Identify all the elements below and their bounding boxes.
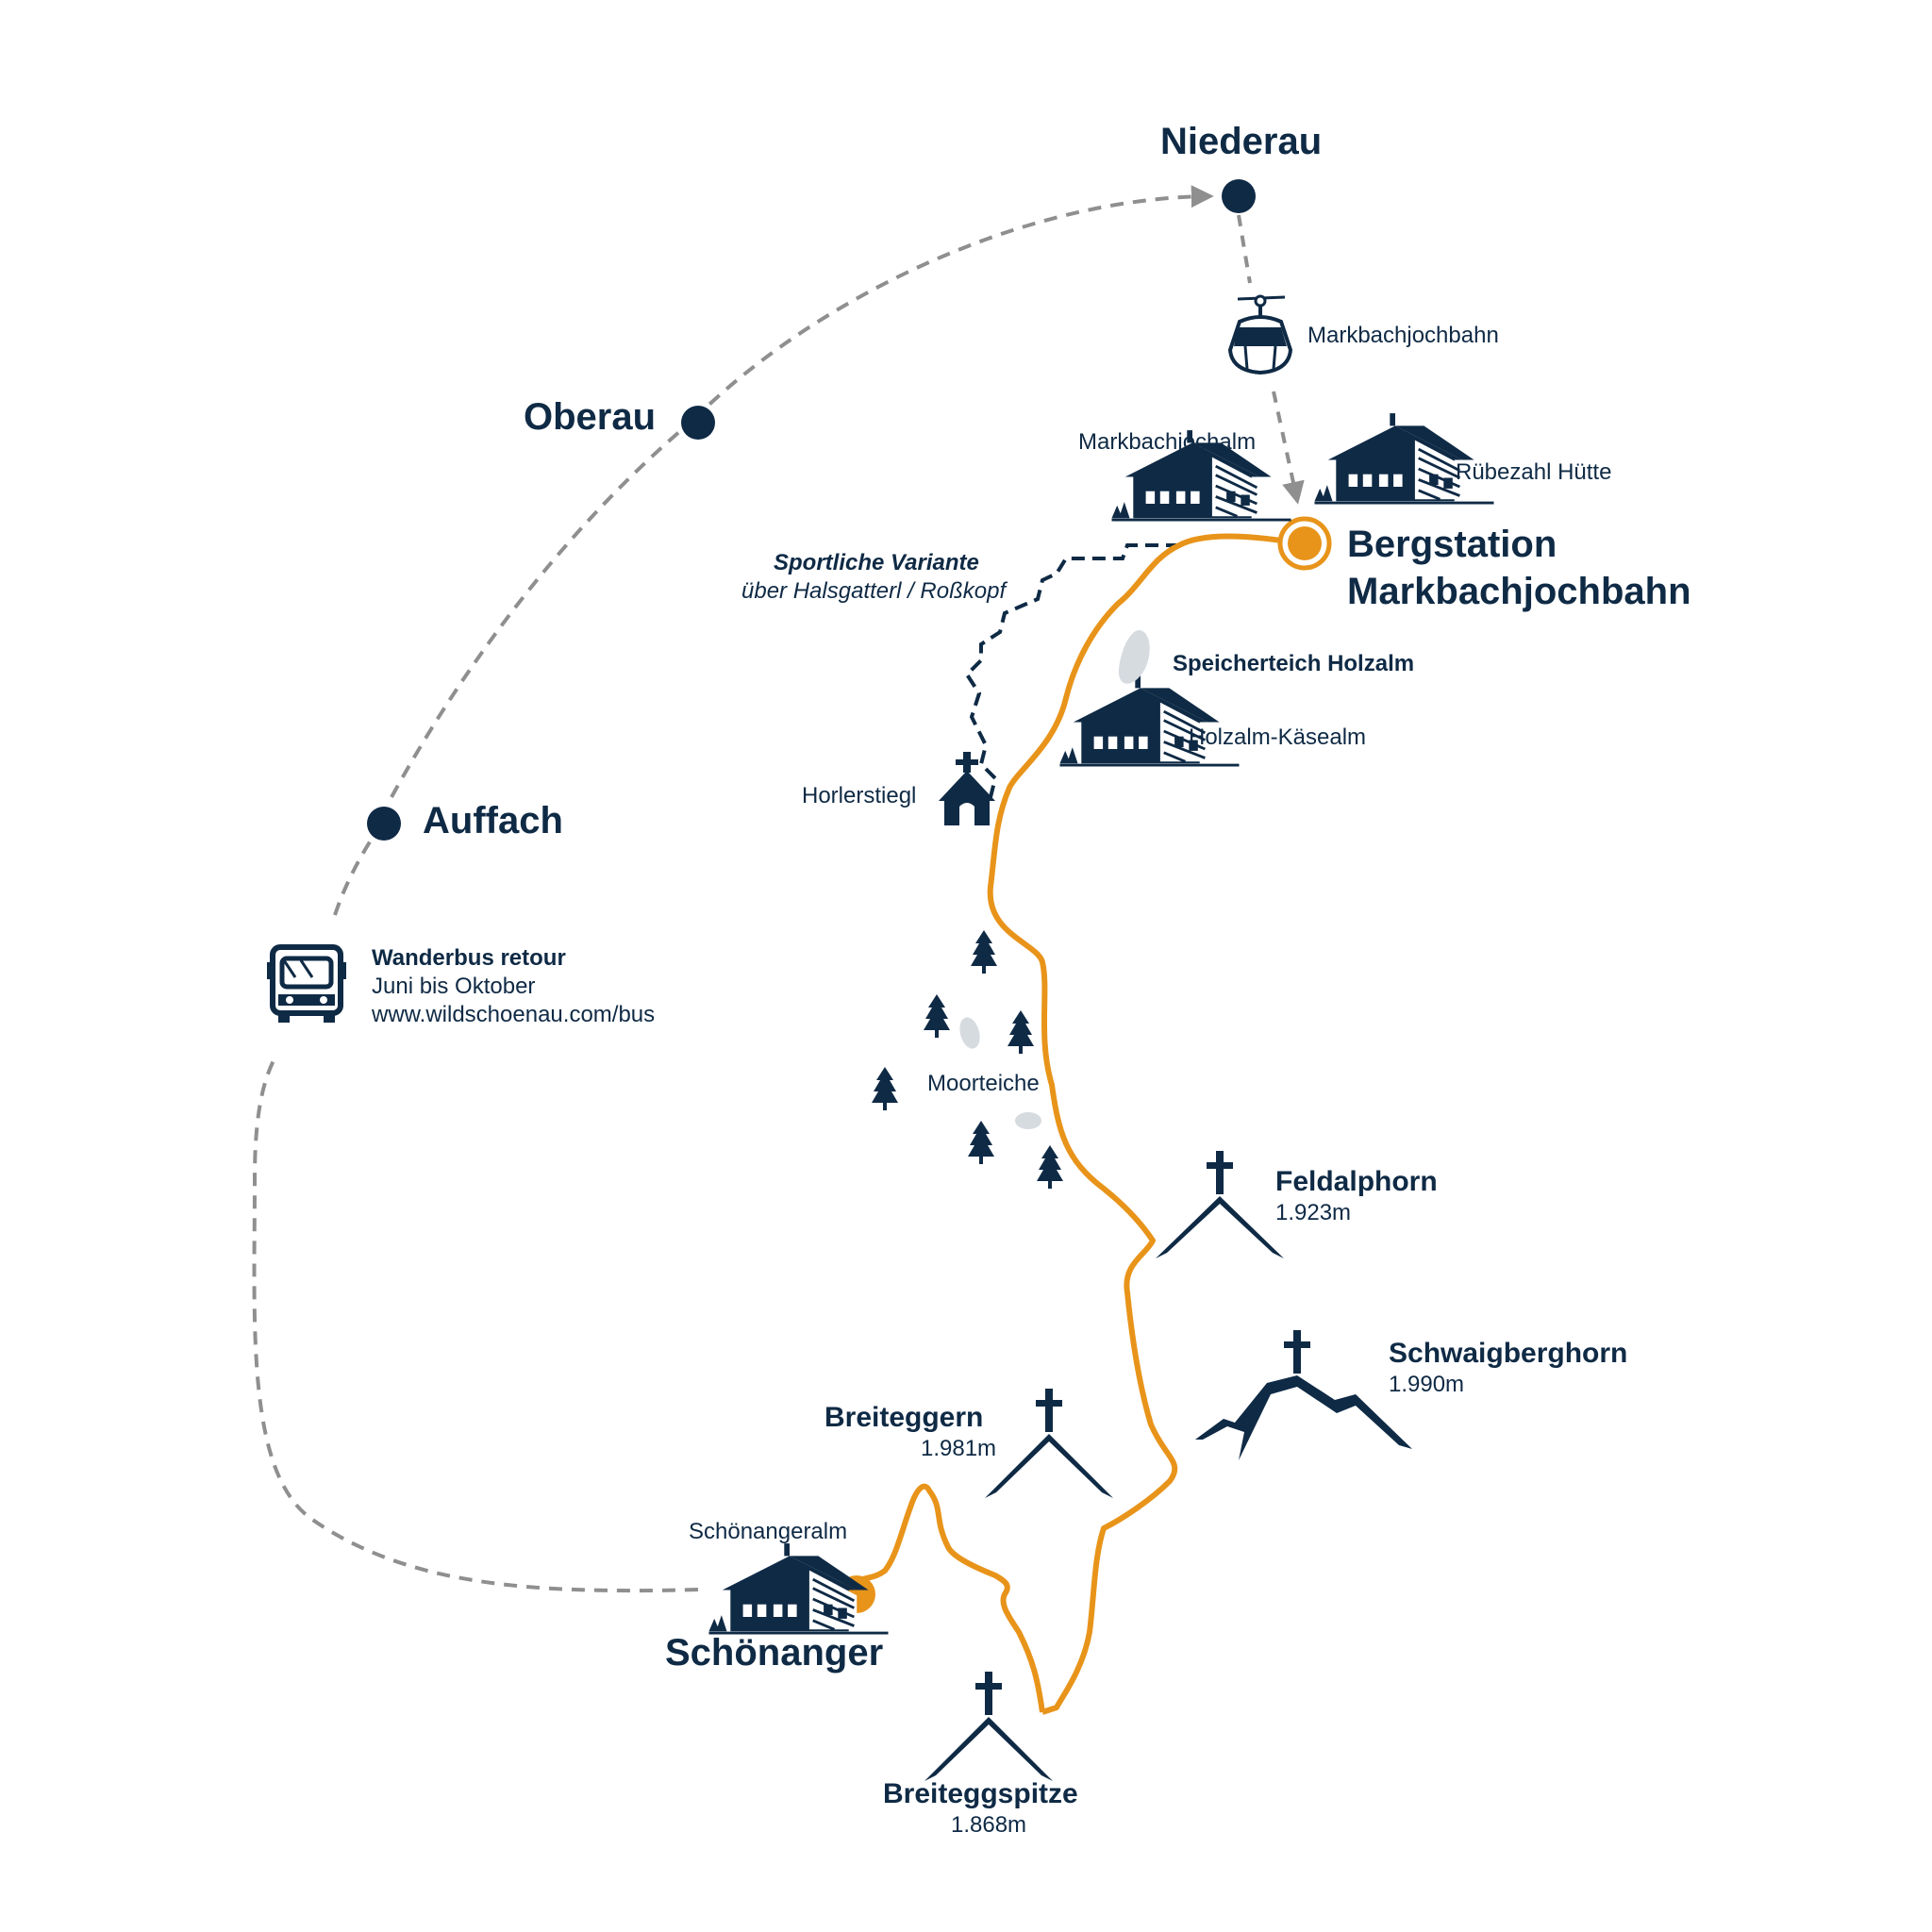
sport-variant-subtitle: über Halsgatterl / Roßkopf [741, 578, 1007, 604]
gondola-icon [1227, 294, 1293, 375]
niederau-to-gondola-route [1237, 214, 1252, 284]
feldalphorn-name: Feldalphorn [1275, 1166, 1438, 1197]
oberau-label: Oberau [524, 396, 657, 438]
breiteggspitze-peak-icon [924, 1672, 1053, 1781]
niederau-dot [1222, 179, 1256, 213]
speicherteich-label: Speicherteich Holzalm [1173, 651, 1415, 676]
speicherteich-pond [1118, 630, 1150, 684]
main-route [987, 533, 1295, 1715]
tree-icon [924, 994, 950, 1038]
auffach-label: Auffach [423, 800, 563, 841]
oberau-to-niederau-route [691, 185, 1214, 422]
schoenanger-label: Schönanger [665, 1632, 884, 1674]
bergstation-label-line1: Bergstation [1347, 524, 1557, 565]
tree-icon [1008, 1010, 1034, 1054]
breiteggern-elevation: 1.981m [921, 1436, 997, 1461]
tree-icon [968, 1121, 994, 1164]
sport-variant-route [964, 543, 1179, 798]
holzalm-label: Holzalm-Käsealm [1189, 724, 1367, 750]
schoenangeralm-hut-icon [708, 1541, 890, 1635]
bus-to-auffach-route [333, 828, 379, 916]
tree-icon [872, 1067, 898, 1110]
bus-title: Wanderbus retour [372, 945, 566, 971]
schwaigberghorn-name: Schwaigberghorn [1389, 1338, 1628, 1369]
moorteiche-label: Moorteiche [927, 1071, 1040, 1096]
bus-return-route [252, 1056, 699, 1593]
niederau-label: Niederau [1160, 121, 1323, 162]
bus-season: Juni bis Oktober [372, 974, 536, 999]
sport-variant-title: Sportliche Variante [774, 550, 979, 575]
moorteich-pond-1 [959, 1017, 980, 1049]
ruebezahl-label: Rübezahl Hütte [1456, 459, 1612, 485]
schwaigberghorn-elevation: 1.990m [1389, 1372, 1465, 1397]
breiteggern-peak-icon [985, 1389, 1113, 1498]
breiteggspitze-elevation: 1.868m [951, 1812, 1027, 1838]
tree-icon [1037, 1145, 1063, 1189]
auffach-dot [367, 807, 401, 841]
feldalphorn-peak-icon [1156, 1151, 1284, 1258]
ruebezahl-hut-icon [1313, 411, 1495, 505]
chapel-label: Horlerstiegl [802, 783, 917, 808]
gondola-label: Markbachjochbahn [1307, 323, 1499, 348]
oberau-dot [681, 406, 715, 440]
main-route-end [851, 1483, 1045, 1713]
breiteggspitze-name: Breiteggspitze [883, 1778, 1078, 1809]
bus-icon [267, 944, 346, 1023]
tree-icon [971, 930, 997, 974]
bergstation-label-line2: Markbachjochbahn [1347, 571, 1691, 612]
holzalm-hut-icon [1058, 674, 1241, 767]
gondola-to-bergstation-route [1272, 391, 1305, 505]
schwaigberghorn-peak-icon [1195, 1330, 1412, 1460]
auffach-to-oberau-route [390, 418, 695, 798]
bus-url: www.wildschoenau.com/bus [372, 1002, 656, 1027]
schoenangeralm-label: Schönangeralm [689, 1519, 848, 1544]
feldalphorn-elevation: 1.923m [1275, 1200, 1352, 1225]
chapel-icon [939, 752, 995, 825]
breiteggern-name: Breiteggern [824, 1402, 984, 1433]
markbachjochalm-label: Markbachjochalm [1078, 429, 1257, 455]
moorteich-pond-2 [1015, 1112, 1041, 1129]
